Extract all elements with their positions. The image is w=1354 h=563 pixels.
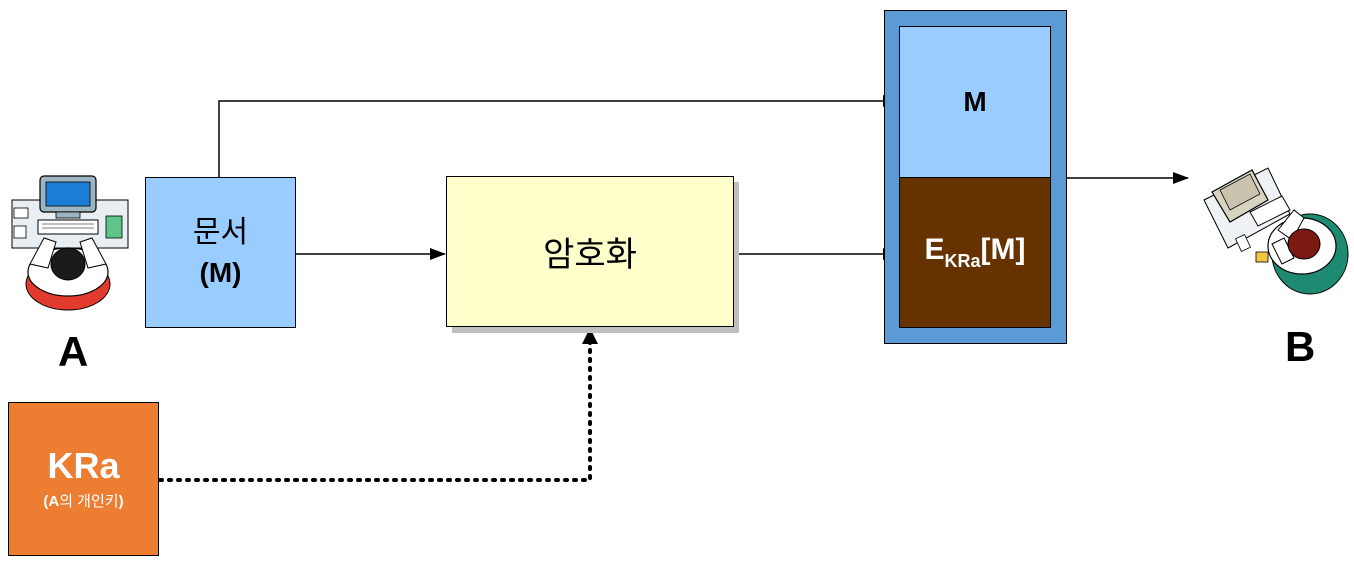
document-symbol: (M): [199, 256, 242, 288]
encrypted-message-label: EKRa[M]: [924, 233, 1025, 272]
message-label: M: [963, 86, 987, 117]
party-b-label: B: [1285, 323, 1316, 370]
encrypted-message-block: EKRa[M]: [899, 177, 1051, 328]
doc-to-message-arrow: [218, 95, 899, 177]
key-name: KRa: [47, 445, 120, 486]
document-box: 문서 (M): [145, 177, 296, 328]
document-label: 문서: [192, 214, 249, 250]
key-to-encrypt-dotted-arrow: [158, 330, 592, 482]
key-desc-close: ): [118, 493, 124, 510]
encrypt-box: 암호화: [446, 176, 734, 327]
key-desc-text: 의 개인키: [59, 493, 119, 510]
message-block: M: [899, 26, 1051, 178]
encrypt-label: 암호화: [543, 235, 637, 275]
user-at-computer-topdown-icon: [1203, 167, 1349, 295]
key-description: (A의 개인키): [43, 491, 123, 513]
key-desc-open: (A: [43, 493, 60, 510]
encrypted-suffix: [M]: [980, 233, 1026, 266]
key-arrowhead: [582, 328, 598, 344]
encrypted-prefix: E: [924, 233, 945, 266]
party-a-label: A: [58, 328, 89, 375]
private-key-box: KRa (A의 개인키): [8, 402, 159, 556]
encrypted-subscript: KRa: [944, 251, 981, 271]
user-at-computer-icon: [11, 175, 129, 311]
